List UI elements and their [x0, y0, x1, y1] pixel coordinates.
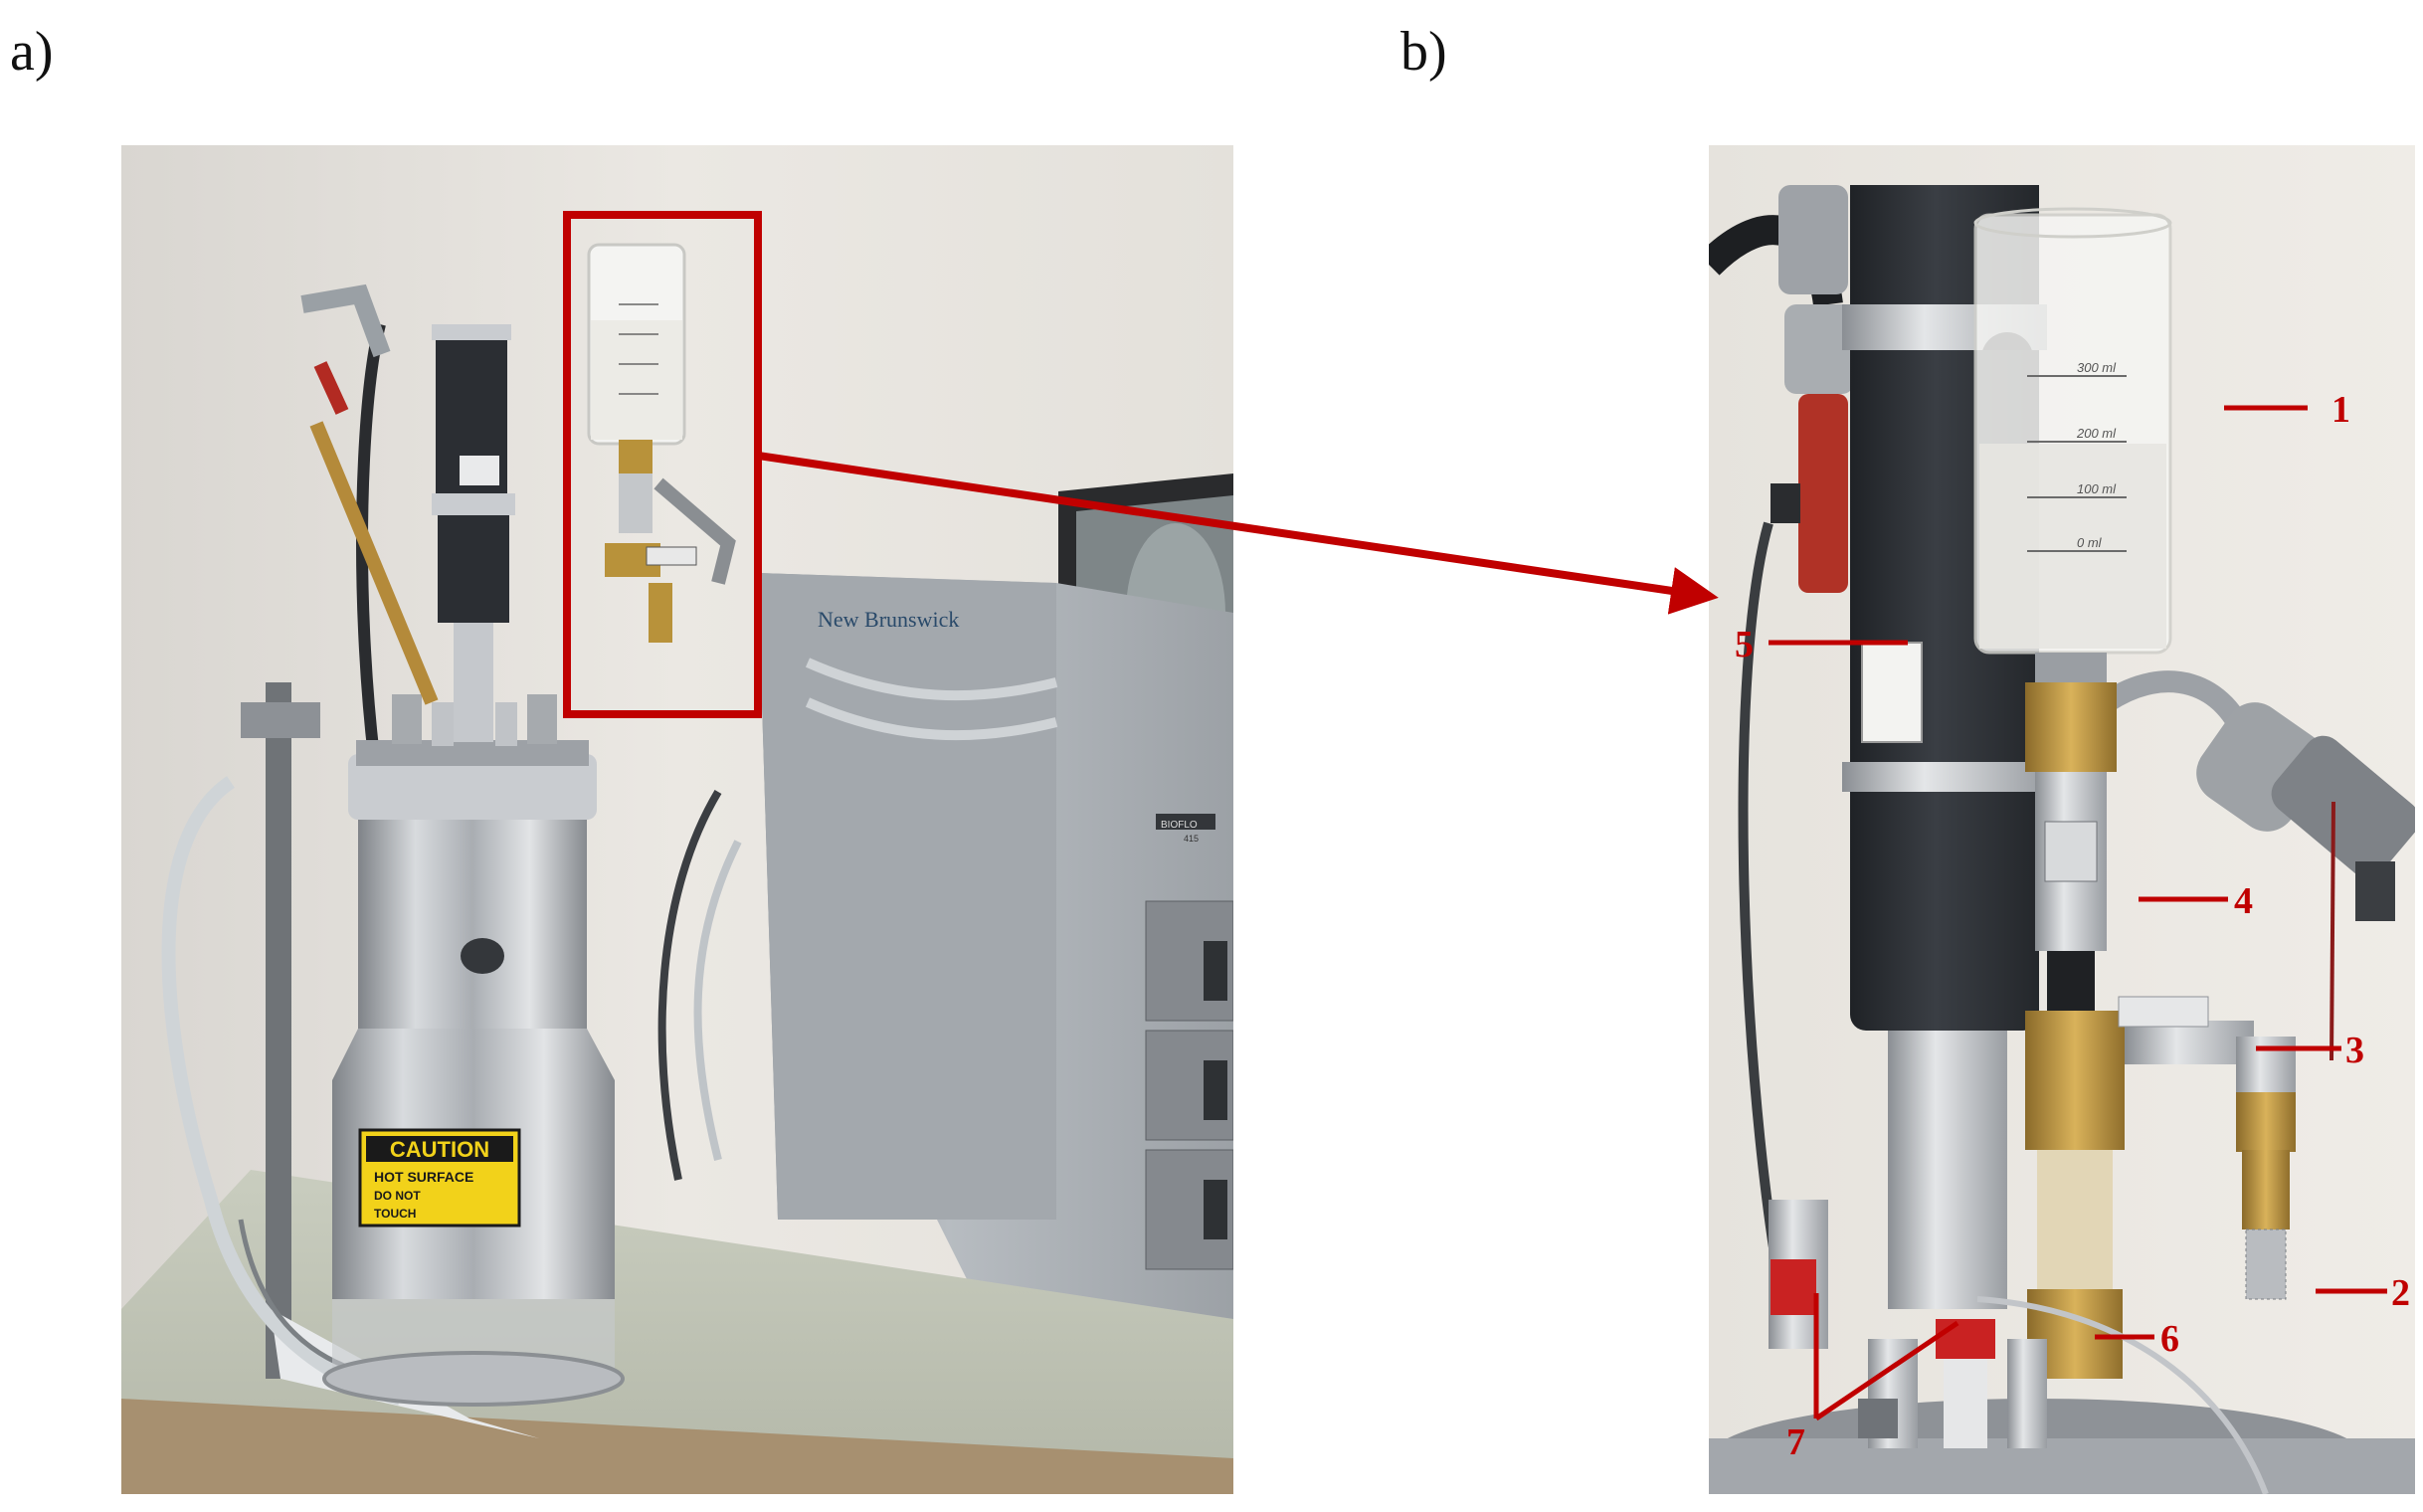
bioreactor-photo: New Brunswick BIOFLO 415 [121, 145, 1233, 1494]
graduated-cylinder: 300 ml 200 ml 100 ml 0 ml [1973, 207, 2172, 655]
caution-line3: TOUCH [374, 1207, 416, 1221]
bioreactor-photo-drawing: New Brunswick BIOFLO 415 [121, 145, 1233, 1494]
caution-line2: DO NOT [374, 1189, 421, 1203]
caution-line1: HOT SURFACE [374, 1169, 473, 1185]
controller-number: 415 [1184, 834, 1199, 844]
controller-model: BIOFLO [1161, 820, 1198, 831]
scale-300: 300 ml [2077, 360, 2117, 375]
scale-0: 0 ml [2077, 535, 2103, 550]
controller-brand: New Brunswick [818, 607, 959, 632]
caution-title: CAUTION [390, 1137, 489, 1162]
panel-b-letter: b) [1400, 21, 1447, 83]
feed-system-closeup-drawing: 300 ml 200 ml 100 ml 0 ml [1709, 145, 2415, 1494]
scale-200: 200 ml [2076, 426, 2117, 441]
feed-system-closeup-photo: 300 ml 200 ml 100 ml 0 ml [1709, 145, 2415, 1494]
scale-100: 100 ml [2077, 481, 2117, 496]
bioflo-controller: New Brunswick BIOFLO 415 [758, 573, 1233, 1329]
brass-valve-assembly [2025, 653, 2296, 1379]
bioreactor-vessel [322, 740, 625, 1407]
caution-sign: CAUTION HOT SURFACE DO NOT TOUCH [358, 1128, 521, 1228]
panel-a-letter: a) [10, 21, 54, 83]
